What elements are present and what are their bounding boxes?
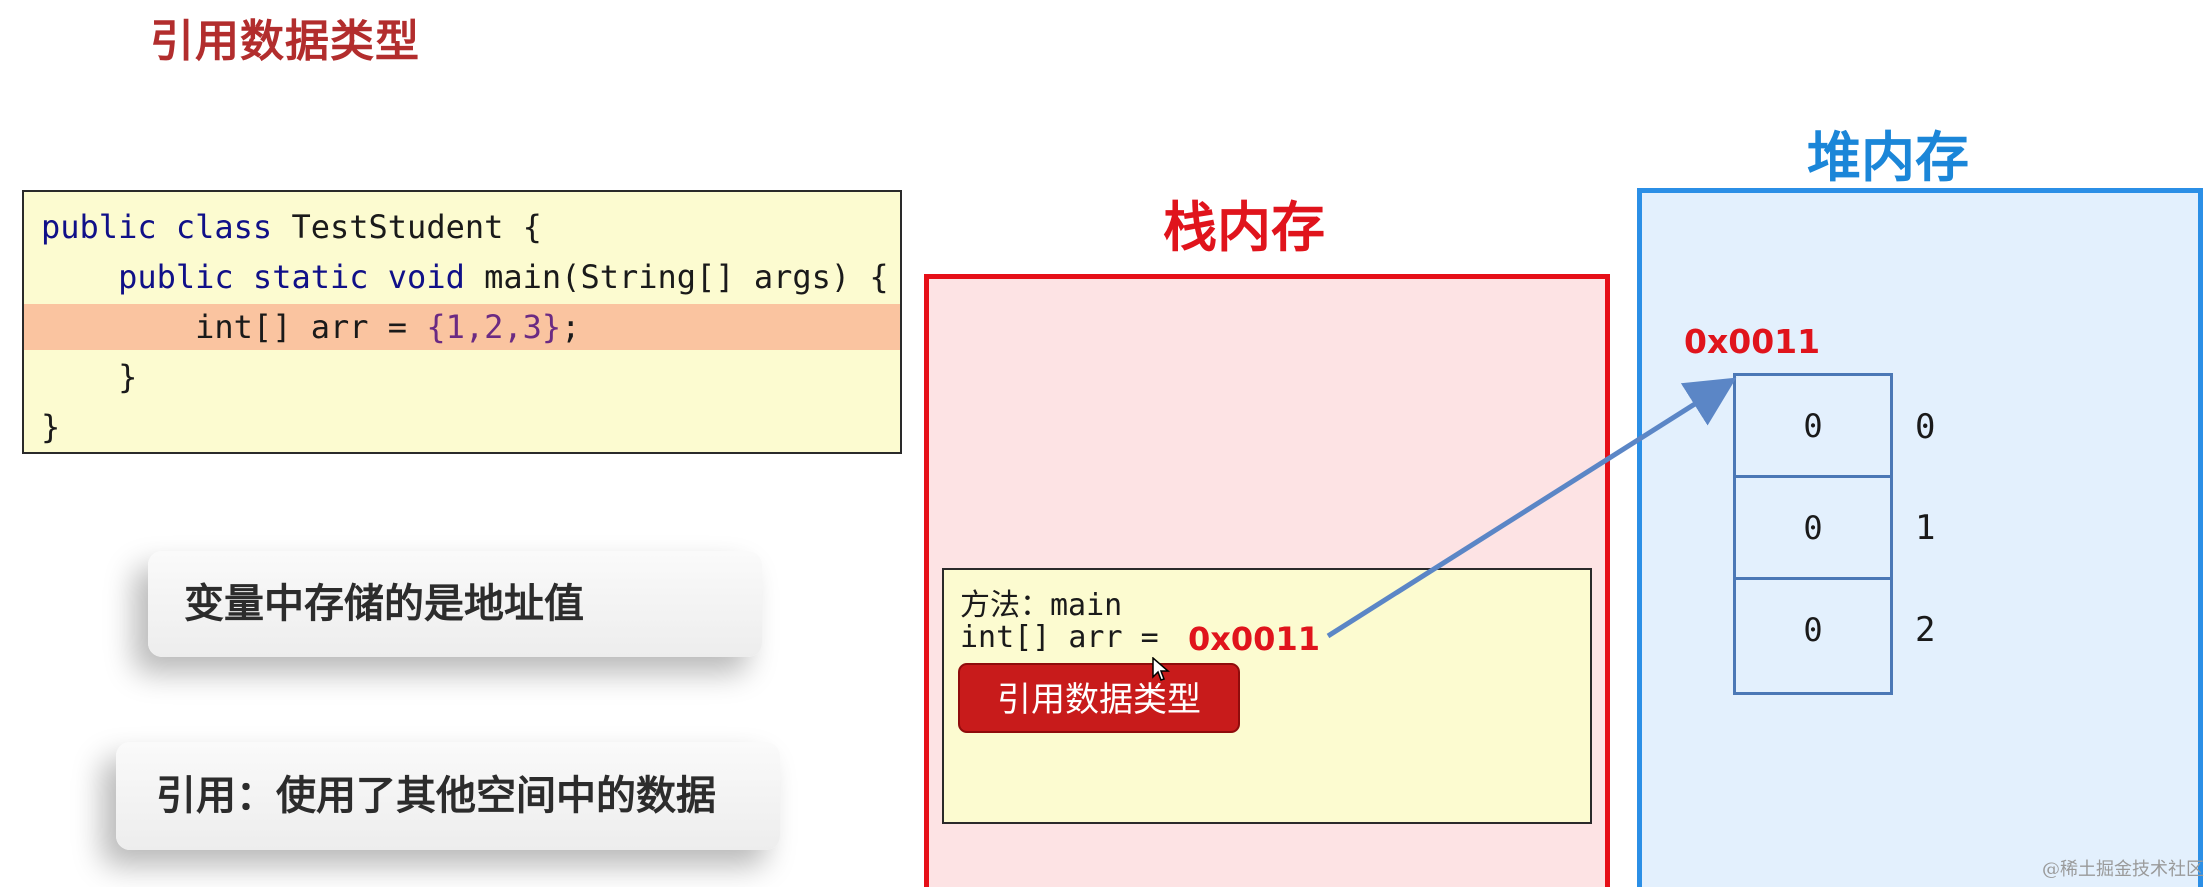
code-line-4: }	[41, 358, 138, 396]
heap-memory-title: 堆内存	[1807, 126, 1969, 189]
callout-reference-definition: 引用：使用了其他空间中的数据	[116, 742, 780, 850]
code-block: public class TestStudent { public static…	[22, 190, 902, 454]
heap-array: 0 0 0	[1733, 373, 1893, 695]
reference-type-badge: 引用数据类型	[958, 663, 1240, 733]
code-keyword: public static void	[118, 258, 465, 296]
code-brace-open: {	[426, 308, 446, 346]
code-line-5: }	[41, 408, 61, 446]
code-indent	[41, 308, 195, 346]
heap-memory-panel	[1637, 188, 2203, 887]
variable-label: int[] arr =	[960, 620, 1177, 655]
stack-memory-title: 栈内存	[1163, 196, 1325, 259]
code-text: TestStudent {	[272, 208, 542, 246]
cell-divider	[1736, 577, 1890, 580]
code-semicolon: ;	[561, 308, 581, 346]
code-indent	[41, 258, 118, 296]
code-brace-close: }	[541, 308, 562, 346]
array-index-1: 1	[1915, 508, 1936, 548]
array-cell-0: 0	[1803, 407, 1823, 445]
code-line-3-highlighted: int[] arr = {1,2,3};	[24, 304, 900, 350]
array-index-2: 2	[1915, 610, 1936, 650]
array-index-0: 0	[1915, 407, 1936, 447]
watermark: @稀土掘金技术社区	[2042, 859, 2204, 880]
code-line-2: public static void main(String[] args) {	[24, 254, 900, 300]
code-keyword: public class	[41, 208, 273, 246]
array-cell-2: 0	[1803, 611, 1823, 649]
cell-divider	[1736, 475, 1890, 478]
array-cell-1: 0	[1803, 509, 1823, 547]
stack-address-value: 0x0011	[1188, 620, 1320, 658]
callout-address-value: 变量中存储的是地址值	[148, 551, 762, 657]
slide-title: 引用数据类型	[150, 16, 420, 67]
code-line-1: public class TestStudent {	[24, 204, 900, 250]
code-text: int[] arr =	[195, 308, 427, 346]
code-text: main(String[] args) {	[464, 258, 889, 296]
heap-address-label: 0x0011	[1684, 322, 1821, 361]
mouse-pointer-icon	[1152, 657, 1170, 681]
method-label: 方法：main	[960, 588, 1123, 623]
code-array-values: 1,2,3	[445, 308, 542, 346]
